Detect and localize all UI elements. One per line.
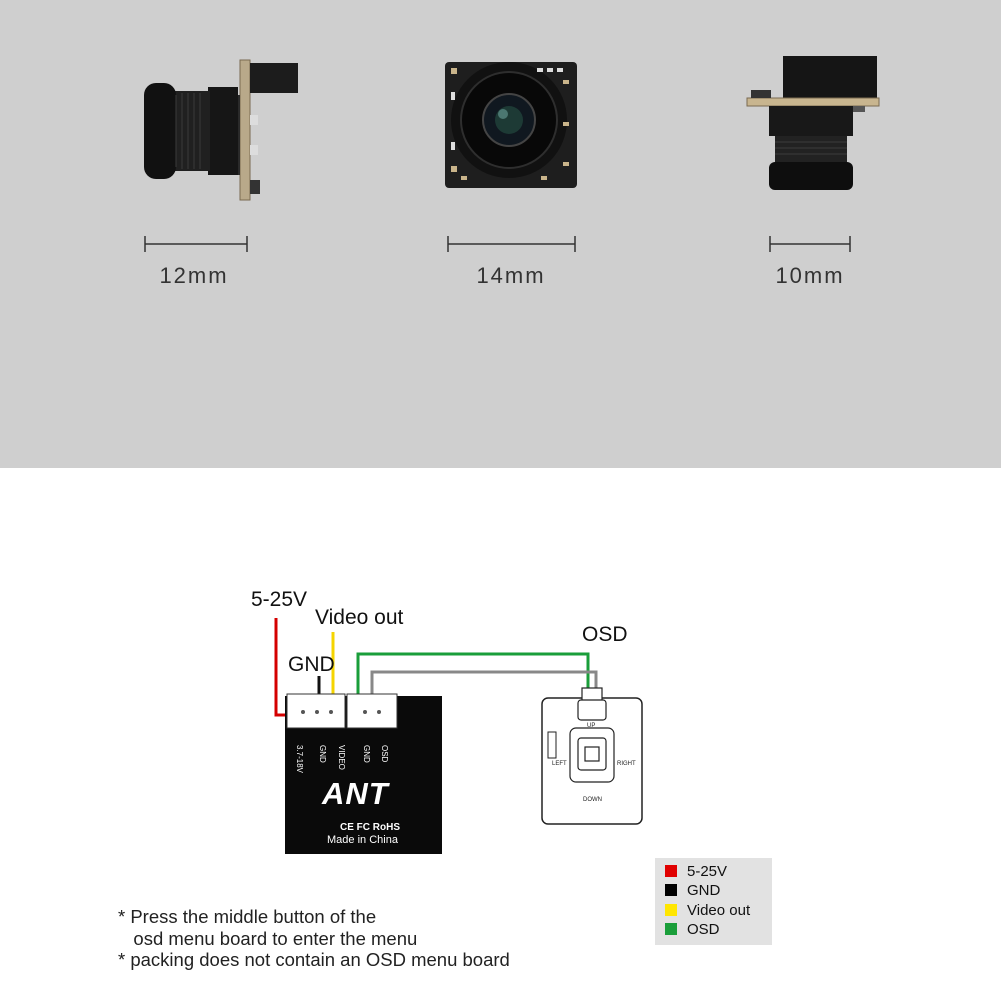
wire-color-legend: 5-25V GND Video out OSD — [655, 858, 772, 945]
dimension-lines — [144, 236, 851, 252]
power-wire-label: 5-25V — [251, 588, 308, 611]
legend-swatch-black — [665, 884, 677, 896]
osd-left-label: LEFT — [552, 761, 567, 767]
ground-wire-label: GND — [288, 653, 335, 676]
osd-connector — [346, 693, 398, 729]
osd-wire — [356, 652, 590, 700]
note-line: * Press the middle button of the — [118, 906, 377, 927]
pin-label-osd: OSD — [380, 745, 389, 763]
osd-right-label: RIGHT — [617, 761, 636, 767]
legend-item-ground: GND — [665, 882, 720, 900]
legend-item-video: Video out — [665, 902, 750, 920]
camera-front-view — [445, 62, 577, 188]
legend-label: Video out — [687, 902, 751, 919]
brand-logo: ANT — [322, 776, 389, 811]
osd-wire-label: OSD — [582, 623, 628, 646]
pin-label-power: 3.7-18V — [295, 745, 304, 774]
camera-side-view — [144, 59, 298, 201]
pin-label-gnd-2: GND — [362, 745, 371, 763]
note-line: * packing does not contain an OSD menu b… — [118, 949, 510, 970]
legend-label: OSD — [687, 921, 720, 938]
wiring-diagram — [274, 618, 643, 854]
legend-swatch-red — [665, 865, 677, 877]
legend-swatch-yellow — [665, 904, 677, 916]
legend-label: GND — [687, 882, 721, 899]
depth-dimension-label: 10mm — [775, 263, 845, 288]
pin-label-video: VIDEO — [337, 745, 346, 770]
power-wire — [274, 618, 288, 717]
osd-up-label: UP — [587, 723, 596, 729]
osd-ground-wire — [370, 670, 598, 700]
note-line: osd menu board to enter the menu — [118, 927, 418, 949]
legend-item-osd: OSD — [665, 921, 720, 939]
legend-item-power: 5-25V — [665, 863, 727, 881]
osd-down-label: DOWN — [583, 797, 602, 803]
pin-label-gnd: GND — [318, 745, 327, 763]
usage-notes: * Press the middle button of the osd men… — [118, 906, 510, 971]
width-dimension-label: 12mm — [159, 263, 229, 288]
video-wire-label: Video out — [315, 606, 404, 629]
osd-center-button — [584, 746, 600, 762]
legend-label: 5-25V — [687, 863, 728, 880]
height-dimension-label: 14mm — [476, 263, 546, 288]
camera-top-view — [746, 56, 880, 190]
legend-swatch-green — [665, 923, 677, 935]
certification-marks: CE FC RoHS — [340, 822, 400, 833]
origin-label: Made in China — [327, 834, 398, 846]
